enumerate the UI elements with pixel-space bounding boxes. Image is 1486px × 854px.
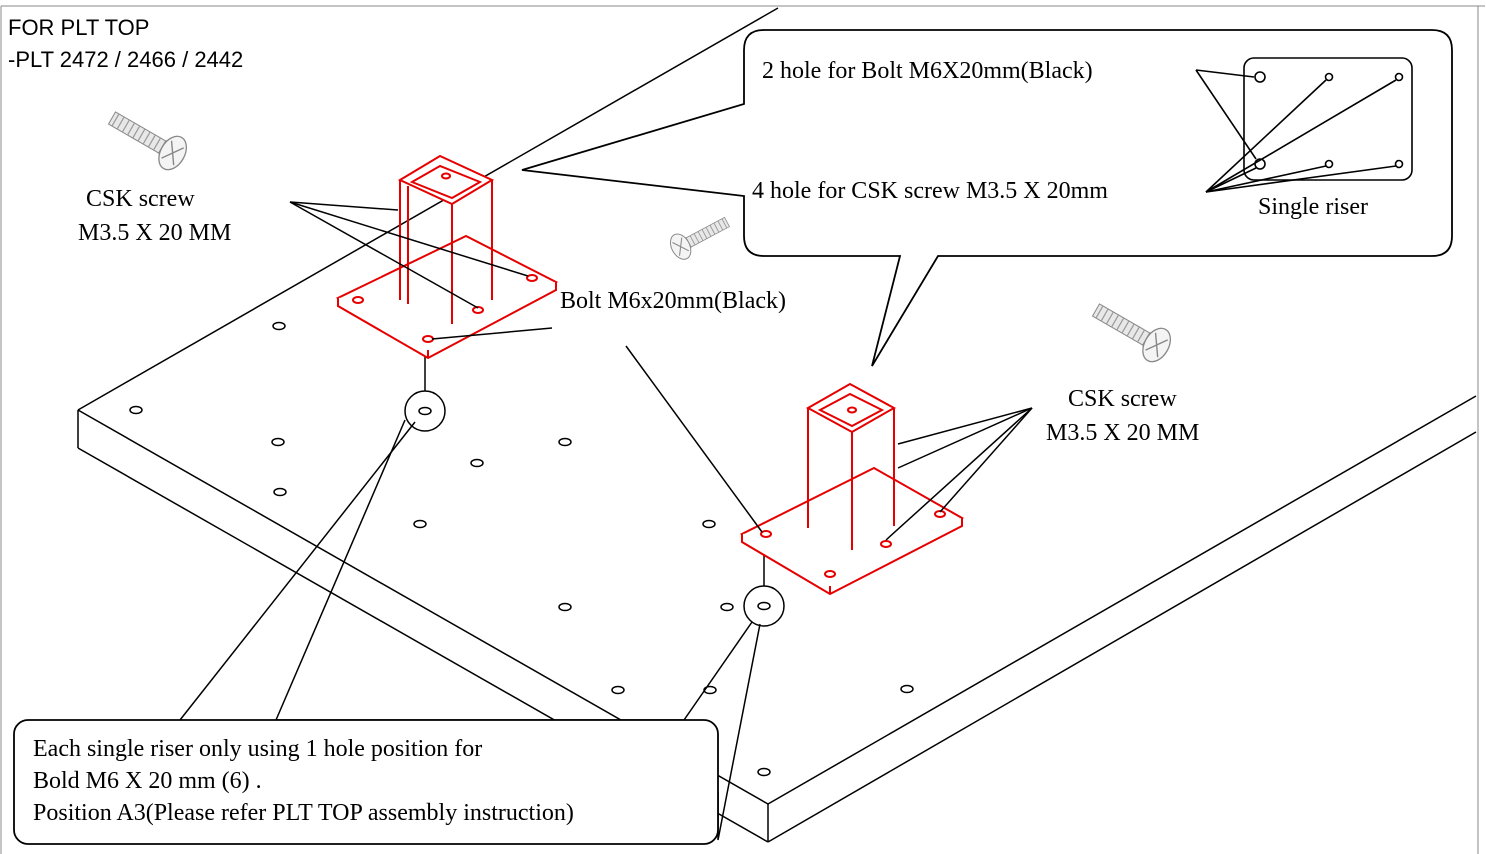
csk-screw-left-label: CSK screw bbox=[86, 186, 195, 212]
page-frame bbox=[0, 5, 1485, 854]
note-line-3: Position A3(Please refer PLT TOP assembl… bbox=[33, 800, 574, 826]
note-box bbox=[13, 719, 719, 845]
right-riser bbox=[739, 382, 965, 596]
single-riser-label: Single riser bbox=[1258, 194, 1368, 220]
csk-screw-right-label: CSK screw bbox=[1068, 386, 1177, 412]
note-line-2: Bold M6 X 20 mm (6) . bbox=[33, 768, 262, 794]
bolt-holes-label: 2 hole for Bolt M6X20mm(Black) bbox=[762, 58, 1093, 84]
header-title: FOR PLT TOP bbox=[8, 15, 150, 40]
left-riser bbox=[335, 154, 559, 360]
callout-bubble bbox=[521, 29, 1453, 367]
bolt-label: Bolt M6x20mm(Black) bbox=[560, 288, 786, 314]
csk-screw-left-size: M3.5 X 20 MM bbox=[78, 220, 232, 246]
header-models: -PLT 2472 / 2466 / 2442 bbox=[8, 47, 244, 72]
note-line-1: Each single riser only using 1 hole posi… bbox=[33, 736, 483, 762]
csk-screw-right-size: M3.5 X 20 MM bbox=[1046, 420, 1200, 446]
table-top-board bbox=[77, 7, 1477, 843]
screw-holes-label: 4 hole for CSK screw M3.5 X 20mm bbox=[752, 178, 1108, 204]
assembly-note: Each single riser only using 1 hole posi… bbox=[33, 733, 574, 829]
csk-screw-icon-left bbox=[102, 101, 193, 176]
csk-screw-icon-right bbox=[1086, 293, 1177, 368]
board-holes bbox=[129, 321, 914, 777]
leader-lines bbox=[179, 201, 1033, 841]
bolt-icon bbox=[665, 209, 734, 264]
position-markers bbox=[404, 352, 785, 627]
riser-hole-diagram bbox=[1195, 57, 1413, 193]
